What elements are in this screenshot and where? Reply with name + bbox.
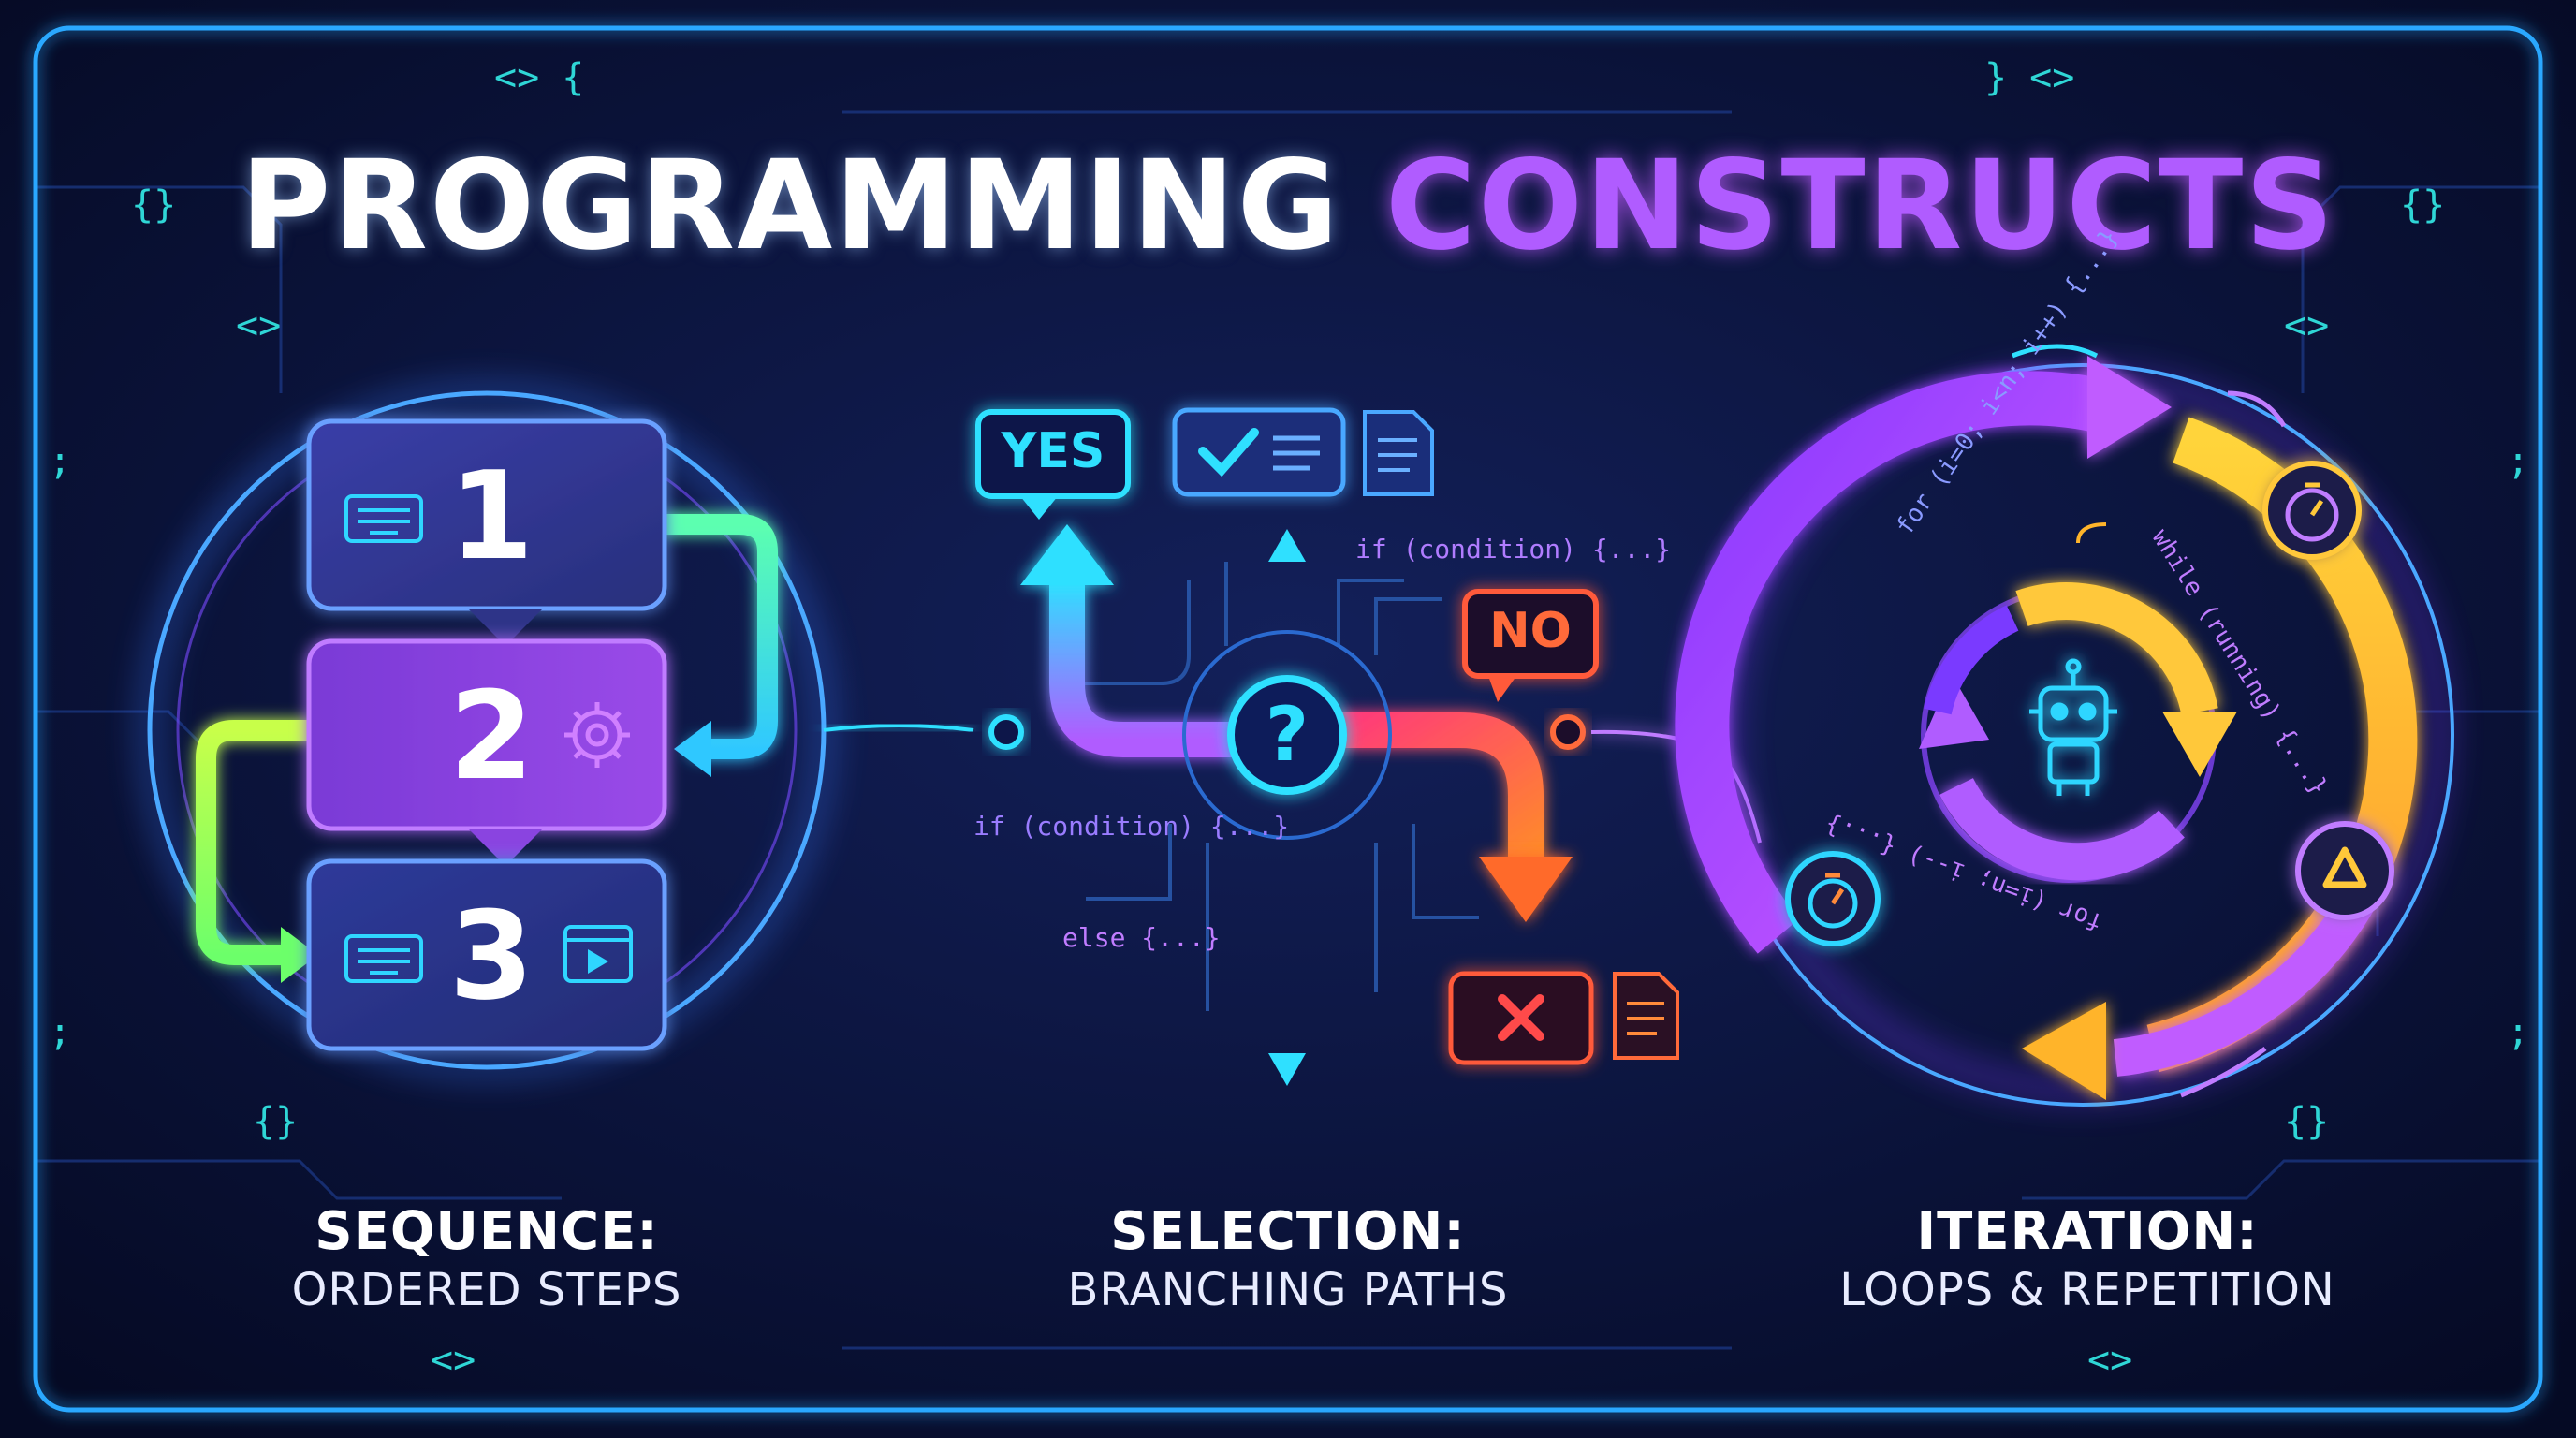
- no-bubble: [1462, 589, 1599, 679]
- code-tag: <>: [2087, 1339, 2133, 1382]
- code-tag: {}: [2284, 1100, 2330, 1143]
- document-icon: [1363, 410, 1434, 496]
- arrow-small: [2076, 522, 2107, 544]
- outer-loop-arrowhead-top: [2087, 356, 2172, 459]
- yes-branch-head: [1020, 524, 1114, 585]
- title-word-1: PROGRAMMING: [240, 134, 1340, 278]
- arrow-small: [2180, 1046, 2267, 1098]
- code-tag: <>: [236, 304, 282, 347]
- outer-frame: [33, 25, 2543, 1413]
- selection-diagram: [975, 407, 1762, 1086]
- selection-traces: [1076, 562, 1479, 1011]
- document-icon: [1613, 972, 1679, 1060]
- decision-node: [1227, 675, 1347, 795]
- yes-label: YES: [1001, 423, 1105, 479]
- title-word-2: CONSTRUCTS: [1384, 134, 2336, 278]
- sequence-diagram: [140, 384, 1024, 1077]
- arrow-small: [2012, 344, 2099, 359]
- decision-symbol: ?: [1265, 691, 1310, 778]
- inner-loop-arc-yellow: [2015, 582, 2218, 716]
- code-snippet-if-top: if (condition) {...}: [1355, 534, 1672, 565]
- iteration-heading: ITERATION:: [1916, 1201, 2259, 1262]
- code-tag: <>: [431, 1339, 476, 1382]
- iteration-diagram: [1675, 344, 2454, 1107]
- step-1-number: 1: [448, 445, 534, 587]
- decision-ring-outer: [1182, 630, 1392, 840]
- no-label: NO: [1489, 603, 1572, 659]
- outer-loop-arrowhead-bottom: [2022, 1002, 2106, 1100]
- recycle-icon: [2295, 821, 2394, 920]
- arrow-step2-to-step3: [196, 720, 319, 965]
- connector-sequence-selection: [823, 724, 974, 732]
- inner-loop-arrowhead-purple: [1919, 674, 1989, 749]
- connector-node: [1550, 714, 1586, 750]
- vertical-path-head-down: [1268, 1053, 1306, 1086]
- no-bubble-tail: [1488, 676, 1516, 702]
- step-1-pointer: [468, 609, 543, 646]
- keyboard-icon: [344, 934, 423, 983]
- arrow-step1-to-step2: [645, 514, 778, 759]
- close-icon: [1498, 994, 1544, 1041]
- no-branch-head: [1479, 857, 1573, 922]
- selection-subtitle: BRANCHING PATHS: [1067, 1264, 1509, 1316]
- inner-loop-arc-purple: [1939, 777, 2185, 881]
- outer-loop-arc-bottom: [2113, 888, 2376, 1077]
- keyboard-icon: [344, 494, 423, 543]
- yes-branch: [1049, 580, 1245, 757]
- robot-icon: [2029, 658, 2117, 796]
- connector-node: [988, 714, 1024, 750]
- stopwatch-icon: [1785, 851, 1881, 946]
- step-3-number: 3: [448, 885, 534, 1027]
- checklist-icon: [1198, 428, 1320, 477]
- page-title: PROGRAMMING CONSTRUCTS: [0, 131, 2576, 281]
- circuit-lines: [37, 110, 2539, 1350]
- checklist-box: [1172, 407, 1346, 497]
- arrow-step1-to-step2-head: [674, 721, 711, 777]
- code-tag: <> {: [494, 56, 585, 99]
- iteration-subtitle: LOOPS & REPETITION: [1839, 1264, 2335, 1316]
- step-3-box: [306, 858, 667, 1051]
- code-tag: {}: [253, 1100, 299, 1143]
- vertical-path-head-up: [1268, 529, 1306, 562]
- step-2-pointer: [468, 829, 543, 866]
- gear-icon: [564, 702, 630, 768]
- code-tag: <>: [2284, 304, 2330, 347]
- inner-loop-arrowhead-yellow: [2162, 712, 2237, 777]
- step-2-number: 2: [448, 665, 534, 807]
- code-tag: ;: [49, 1011, 72, 1054]
- no-branch: [1329, 712, 1544, 861]
- selection-heading: SELECTION:: [1110, 1201, 1466, 1262]
- code-tag: ;: [2507, 440, 2530, 483]
- code-tag: ;: [49, 440, 72, 483]
- sequence-heading: SEQUENCE:: [315, 1201, 659, 1262]
- stopwatch-icon: [2262, 461, 2362, 560]
- outer-loop-arc-purple: [1675, 371, 2113, 954]
- code-tag: } <>: [1984, 56, 2075, 99]
- arrow-step2-to-step3-head: [281, 927, 318, 983]
- inner-loop-arc-violet: [1924, 605, 2019, 715]
- code-snippet-if-left: if (condition) {...}: [973, 811, 1290, 842]
- code-snippet-else: else {...}: [1062, 922, 1221, 953]
- play-window-icon: [564, 925, 633, 983]
- code-tag: ;: [2507, 1011, 2530, 1054]
- code-tag: {}: [131, 183, 177, 227]
- arrow-small: [2227, 390, 2287, 428]
- sequence-subtitle: ORDERED STEPS: [291, 1264, 682, 1316]
- code-tag: {}: [2400, 183, 2446, 227]
- yes-bubble-tail: [1020, 496, 1058, 520]
